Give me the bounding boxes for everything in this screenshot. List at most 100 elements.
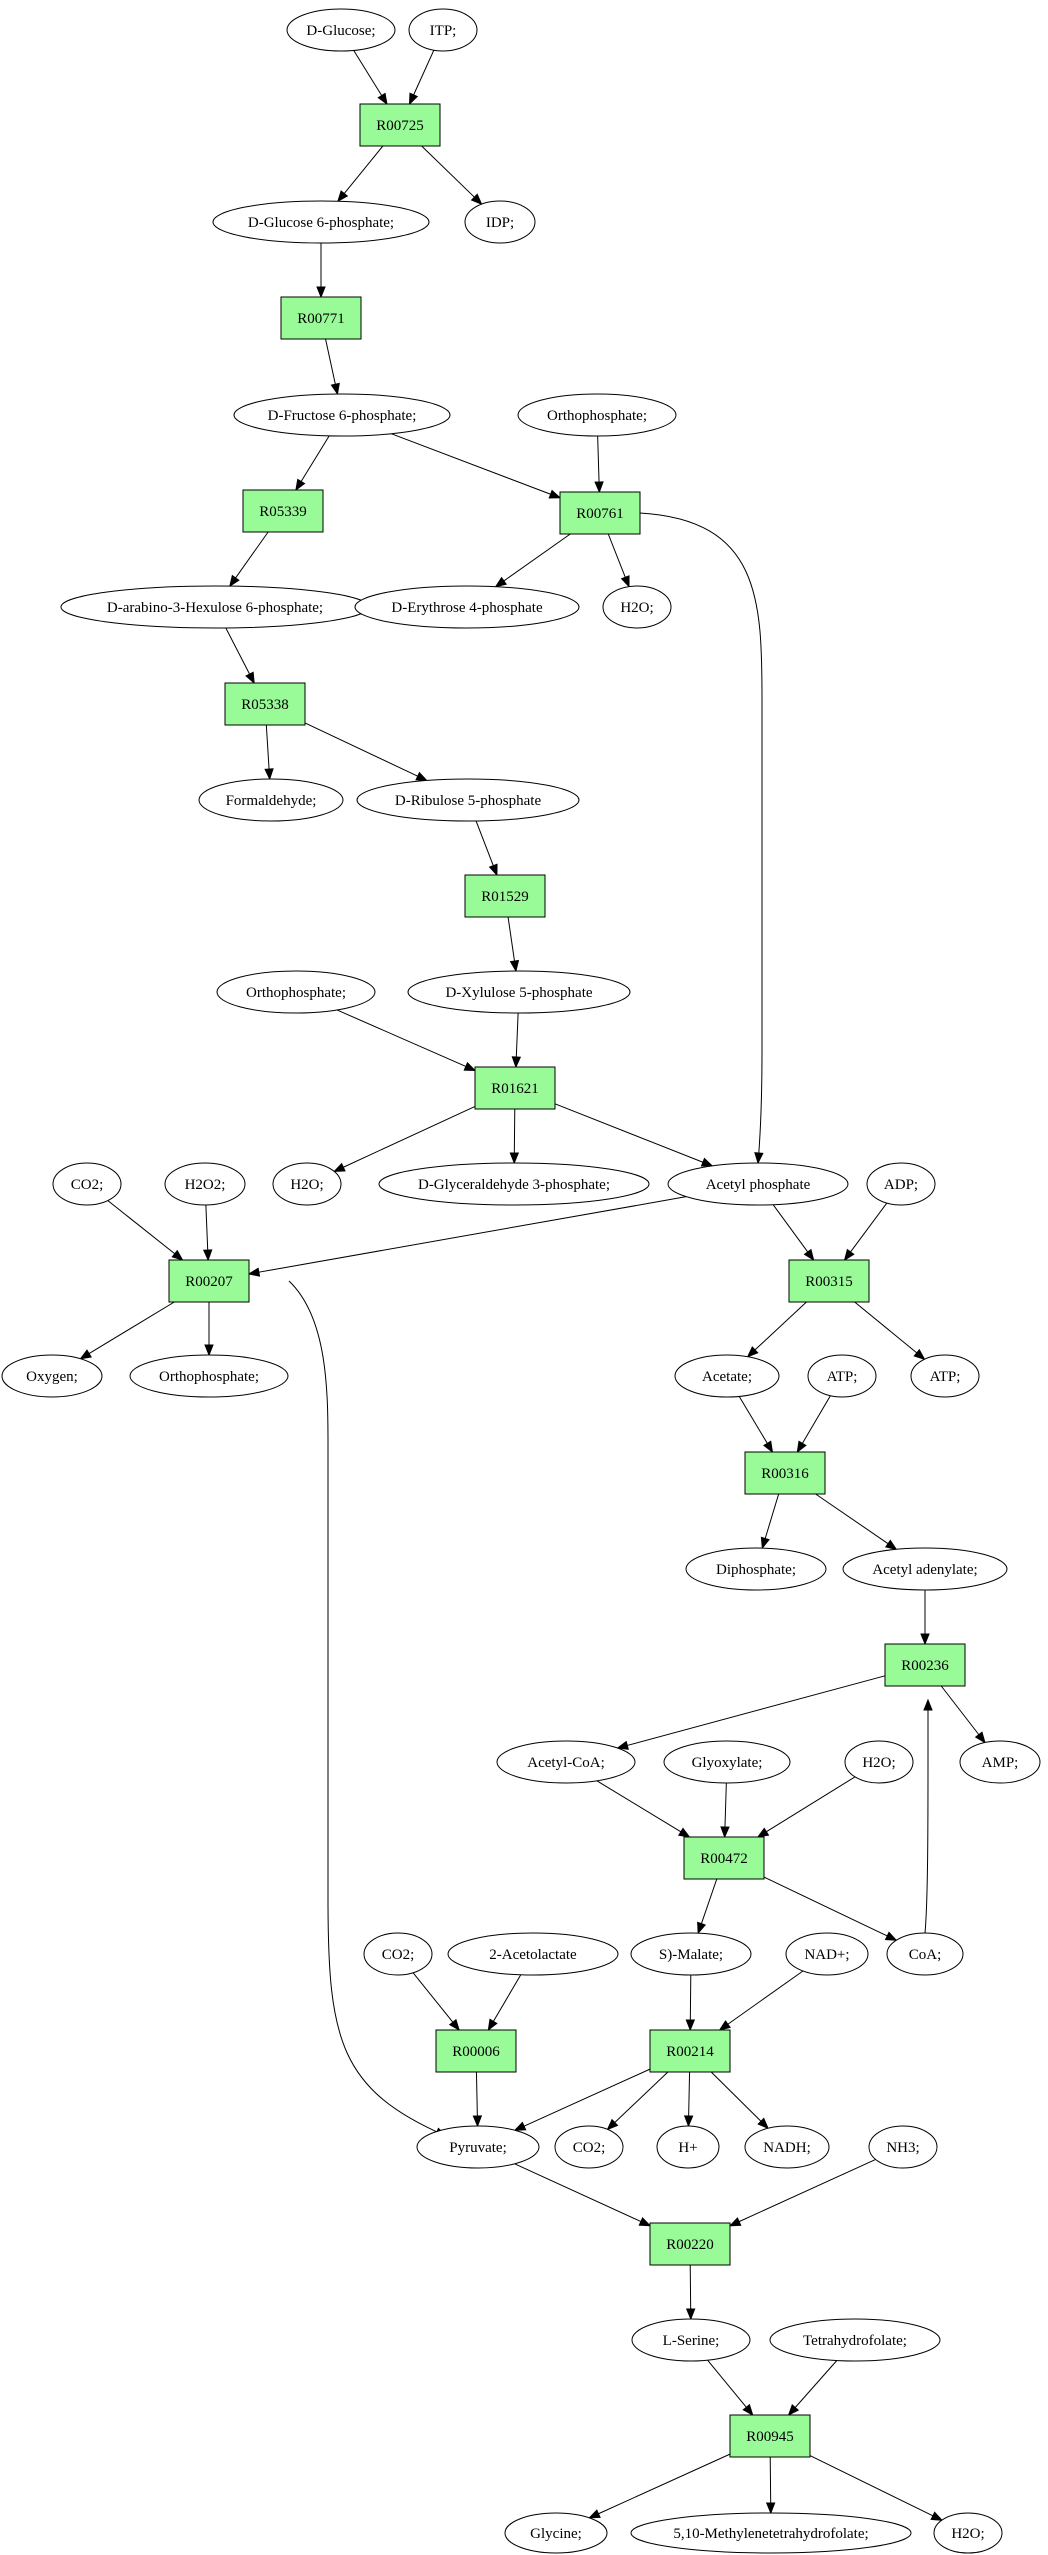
node-label: R00472 bbox=[700, 1851, 748, 1867]
metabolite-ellipse bbox=[674, 1354, 780, 1398]
edge-d-glucose-to-r00725 bbox=[353, 50, 388, 106]
edge-r01621-to-h2o-2 bbox=[333, 1106, 476, 1172]
metabolite-node-acetylcoa: Acetyl-CoA; bbox=[496, 1740, 636, 1784]
metabolite-node-h2o-2: H2O; bbox=[272, 1162, 342, 1206]
node-label: R00315 bbox=[805, 1274, 853, 1290]
edge-acetate-to-r00316-line bbox=[738, 1396, 768, 1444]
edge-r00761-to-h2o-1-arrowhead bbox=[620, 575, 630, 588]
metabolite-node-atp-1: ATP; bbox=[807, 1354, 877, 1398]
edge-r05339-to-arabino-line bbox=[235, 531, 269, 579]
metabolite-node-diphosphate: Diphosphate; bbox=[685, 1547, 827, 1591]
edge-co2-2-to-r00006 bbox=[412, 1972, 460, 2032]
edge-acetyl-adenylate-to-r00236-arrowhead bbox=[920, 1633, 930, 1646]
metabolite-ellipse bbox=[785, 1932, 869, 1976]
reaction-box bbox=[649, 2222, 731, 2266]
metabolite-node-h2o2: H2O2; bbox=[164, 1162, 246, 1206]
edge-co2-2-to-r00006-line bbox=[412, 1972, 454, 2023]
edge-orthophos2-to-r01621 bbox=[336, 1009, 477, 1072]
metabolite-ellipse bbox=[630, 2512, 912, 2554]
edge-r01529-to-xylulose-line bbox=[507, 916, 515, 962]
edge-acetylcoa-to-r00472 bbox=[596, 1780, 691, 1838]
reaction-node-r05338: R05338 bbox=[224, 682, 306, 726]
edge-atp-1-to-r00316-line bbox=[801, 1395, 831, 1444]
node-label: CO2; bbox=[71, 1177, 104, 1193]
metabolite-ellipse bbox=[910, 1354, 980, 1398]
edge-r00316-to-diphosphate bbox=[760, 1493, 780, 1550]
reaction-box bbox=[744, 1451, 826, 1495]
edge-glyoxylate-to-r00472-line bbox=[724, 1782, 727, 1828]
metabolite-ellipse bbox=[656, 2125, 720, 2169]
edge-co2-1-to-r00207 bbox=[107, 1200, 184, 1261]
edge-r00945-to-glycine-arrowhead bbox=[588, 2509, 601, 2519]
metabolite-node-orthophos2: Orthophosphate; bbox=[216, 970, 376, 1014]
edge-r00207-to-oxygen bbox=[79, 1301, 175, 1360]
edge-r00207-to-orthophos3-arrowhead bbox=[204, 1344, 214, 1357]
node-label: R05338 bbox=[241, 697, 289, 713]
edge-nh3-to-r00220 bbox=[728, 2159, 876, 2227]
edge-smalate-to-r00214-arrowhead bbox=[685, 2019, 696, 2032]
edge-r00725-to-g6p-arrowhead bbox=[337, 190, 349, 203]
edge-r00315-to-atp-2-arrowhead bbox=[913, 1348, 926, 1361]
node-label: Acetyl-CoA; bbox=[527, 1755, 604, 1771]
edge-r00945-to-h2o-4-arrowhead bbox=[930, 2511, 944, 2521]
node-label: R00236 bbox=[901, 1658, 949, 1674]
edge-acetate-to-r00316-arrowhead bbox=[762, 1440, 774, 1454]
reaction-node-r01529: R01529 bbox=[464, 874, 546, 918]
edge-r01621-to-gap-arrowhead bbox=[509, 1152, 520, 1165]
node-label: Pyruvate; bbox=[449, 2140, 507, 2156]
edge-r01621-to-gap bbox=[509, 1108, 520, 1165]
edge-lserine-to-r00945-arrowhead bbox=[742, 2403, 754, 2417]
edge-r00236-to-acetylcoa-line bbox=[627, 1675, 886, 1746]
node-label: Orthophosphate; bbox=[547, 408, 647, 424]
edge-itp-to-r00725 bbox=[408, 50, 435, 106]
node-label: ITP; bbox=[430, 23, 457, 39]
edge-r00761-to-h2o-1 bbox=[607, 533, 630, 588]
node-label: R05339 bbox=[259, 504, 307, 520]
edge-h2o2-to-r00207-line bbox=[205, 1204, 209, 1251]
node-label: L-Serine; bbox=[663, 2333, 720, 2349]
node-label: R00771 bbox=[297, 311, 345, 327]
edge-coa-to-r00236 bbox=[923, 1698, 933, 1934]
reaction-node-r00945: R00945 bbox=[729, 2414, 811, 2458]
metabolite-ellipse bbox=[464, 200, 536, 244]
reaction-node-r00220: R00220 bbox=[649, 2222, 731, 2266]
metabolite-node-co2-3: CO2; bbox=[554, 2125, 624, 2169]
metabolite-node-arabino: D-arabino-3-Hexulose 6-phosphate; bbox=[60, 585, 370, 629]
metabolite-node-amp: AMP; bbox=[959, 1740, 1041, 1784]
metabolite-node-xylulose: D-Xylulose 5-phosphate bbox=[407, 970, 631, 1014]
metabolite-ellipse bbox=[447, 1932, 619, 1976]
reaction-box bbox=[559, 491, 641, 535]
metabolite-node-gap: D-Glyceraldehyde 3-phosphate; bbox=[378, 1162, 650, 1206]
metabolite-node-ribulose: D-Ribulose 5-phosphate bbox=[356, 778, 580, 822]
edge-r00006-to-pyruvate-line bbox=[475, 2071, 478, 2117]
metabolite-node-coa: CoA; bbox=[886, 1932, 964, 1976]
node-label: NH3; bbox=[886, 2140, 919, 2156]
edge-r00761-to-e4p-arrowhead bbox=[494, 576, 508, 588]
edge-co2-1-to-r00207-arrowhead bbox=[171, 1249, 184, 1261]
metabolite-ellipse bbox=[517, 393, 677, 437]
edge-r00214-to-nadh bbox=[710, 2071, 770, 2130]
edge-thf-to-r00945-line bbox=[794, 2360, 838, 2408]
metabolite-ellipse bbox=[807, 1354, 877, 1398]
edge-orthophos1-to-r00761-arrowhead bbox=[594, 481, 604, 494]
edge-h2o-3-to-r00472-line bbox=[766, 1776, 856, 1833]
node-label: H2O; bbox=[951, 2526, 984, 2542]
metabolite-node-glycine: Glycine; bbox=[504, 2512, 608, 2554]
reaction-box bbox=[435, 2029, 517, 2073]
metabolite-node-idp: IDP; bbox=[464, 200, 536, 244]
node-label: R00945 bbox=[746, 2429, 794, 2445]
reaction-box bbox=[474, 1066, 556, 1110]
metabolite-ellipse bbox=[198, 778, 344, 822]
metabolite-ellipse bbox=[408, 8, 478, 52]
edge-thf-to-r00945-arrowhead bbox=[787, 2403, 800, 2417]
metabolite-ellipse bbox=[212, 200, 430, 244]
edge-pyruvate-to-r00220-line bbox=[514, 2163, 642, 2222]
edge-atp-1-to-r00316 bbox=[796, 1395, 831, 1454]
edge-g6p-to-r00771 bbox=[316, 243, 326, 299]
reaction-box bbox=[884, 1643, 966, 1687]
edge-f6p-to-r00761-arrowhead bbox=[548, 489, 562, 499]
edge-r00472-to-smalate bbox=[697, 1878, 718, 1935]
edge-co2-2-to-r00006-arrowhead bbox=[448, 2018, 460, 2032]
